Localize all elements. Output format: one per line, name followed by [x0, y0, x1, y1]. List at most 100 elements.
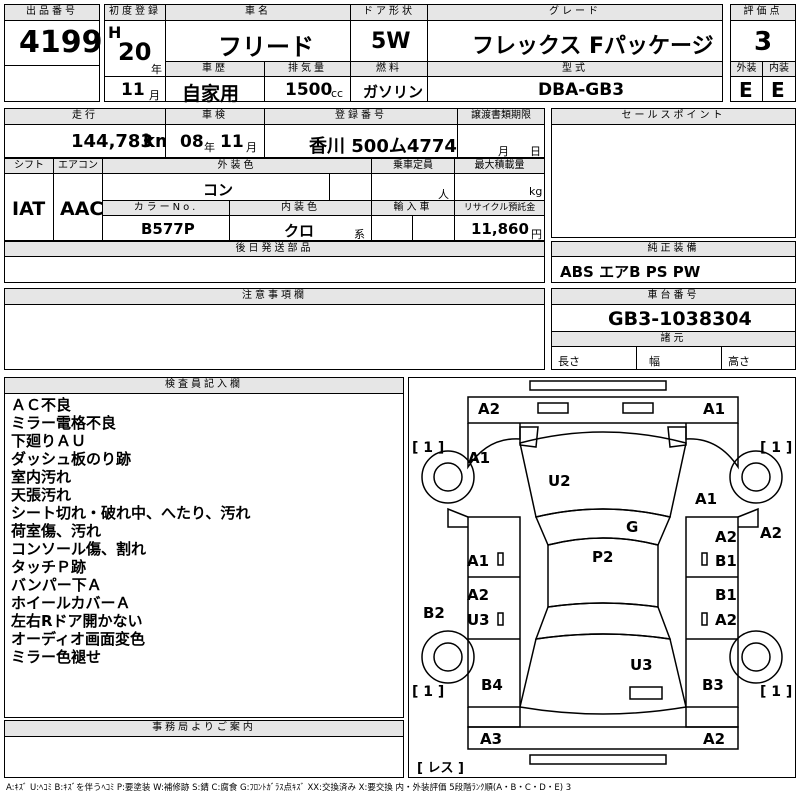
damage-label: A2 [478, 400, 501, 418]
wheel-rear-right [729, 630, 783, 684]
damage-label: U3 [630, 656, 653, 674]
mirror-right [737, 507, 759, 528]
inspection-month-unit: 月 [246, 141, 257, 154]
wheel-rear-left-hub [433, 642, 463, 672]
sales-points-label: セールスポイント [551, 108, 796, 125]
grade-label: グレード [427, 4, 723, 21]
damage-label: A2 [715, 611, 738, 629]
left-front-handle [497, 552, 504, 566]
wheel-tag: [ 1 ] [760, 684, 793, 700]
shift-cell: IAT [4, 173, 54, 241]
transfer-day: 日 [530, 145, 541, 158]
score: 3 [754, 27, 773, 57]
damage-label: B2 [423, 604, 445, 622]
wheel-tag: [ 1 ] [760, 440, 793, 456]
damage-label: B1 [715, 552, 737, 570]
transfer-label: 譲渡書類期限 [457, 108, 545, 125]
fuel: ガソリン [363, 83, 424, 101]
exterior-label: 外装 [730, 61, 763, 77]
capacity-unit: 人 [438, 188, 449, 201]
interior-cell: E [762, 76, 796, 102]
headlight-left [519, 426, 539, 448]
first-reg-month: 11 [121, 80, 145, 100]
recycle-fee: 11,860 [471, 220, 529, 238]
headlight-right [667, 426, 687, 448]
int-color: クロ [284, 222, 315, 240]
hood-shape [519, 431, 687, 518]
ext-color-label: 外装色 [102, 158, 372, 174]
front-bumper-top [529, 380, 667, 391]
aircon-label: エアコン [53, 158, 103, 174]
shift: IAT [12, 198, 46, 220]
damage-label: G [626, 518, 639, 536]
lot-number-cell: 4199 [4, 20, 103, 66]
mileage-cell: 144,783 km [4, 124, 174, 158]
note-line: 天張汚れ [11, 486, 72, 504]
transfer-cell: 月 日 [457, 124, 545, 158]
later-parts-area [4, 256, 545, 283]
import-cell-b [412, 215, 455, 241]
grade: フレックス Fパッケージ [472, 34, 714, 59]
height-label: 高さ [728, 355, 750, 368]
displacement-cell: 1500 cc [264, 76, 351, 102]
inspection-year-unit: 年 [204, 141, 215, 154]
first-reg-year: 20 [118, 38, 152, 66]
mileage-label: 走行 [4, 108, 166, 125]
rear-quarter-left [467, 707, 521, 728]
max-load-label: 最大積載量 [454, 158, 545, 174]
color-no-cell: B577P [102, 215, 230, 241]
right-front-handle [701, 552, 708, 566]
inspection-label: 車検 [165, 108, 265, 125]
transfer-month: 月 [498, 145, 509, 158]
door-type: 5W [371, 29, 411, 54]
wheel-tag: [ 1 ] [412, 684, 445, 700]
import-cell-a [371, 215, 413, 241]
fuel-cell: ガソリン [350, 76, 428, 102]
displacement-label: 排気量 [264, 61, 351, 77]
rear-plate [629, 686, 663, 700]
note-line: 荷室傷、汚れ [11, 522, 102, 540]
displacement-unit: cc [331, 87, 344, 100]
year-unit: 年 [151, 63, 162, 76]
lot-label: 出品番号 [4, 4, 100, 21]
spare-tire-tag: [ レス ] [417, 761, 464, 776]
int-color-label: 内装色 [229, 200, 372, 216]
ext-color-blank [329, 173, 372, 201]
damage-label: A2 [760, 524, 783, 542]
exterior-cell: E [730, 76, 763, 102]
note-line: シート切れ・破れ中、へたり、汚れ [11, 504, 251, 522]
damage-label: A2 [467, 586, 490, 604]
specs-label: 諸元 [551, 331, 796, 347]
note-line: ホイールカバーＡ [11, 594, 131, 612]
chassis-label: 車台番号 [551, 288, 796, 305]
damage-label: A2 [703, 730, 726, 748]
max-load-cell: kg [454, 173, 545, 201]
note-line: ミラー色褪せ [11, 648, 102, 666]
recycle-label: リサイクル預託金 [454, 200, 545, 216]
inspector-notes-area: ＡＣ不良 ミラー電格不良 下廻りＡＵ ダッシュ板のり跡 室内汚れ 天張汚れ シー… [4, 393, 404, 718]
front-grille-right [622, 402, 654, 414]
history-label: 車歴 [165, 61, 265, 77]
equipment-cell: ABS エアB PS PW [551, 256, 796, 283]
wheel-front-right [729, 450, 783, 504]
history: 自家用 [182, 83, 240, 105]
equipment: ABS エアB PS PW [560, 263, 701, 281]
model-code: DBA-GB3 [538, 80, 625, 100]
capacity-cell: 人 [371, 173, 455, 201]
ext-color: コン [203, 181, 234, 199]
sales-points-area [551, 124, 796, 238]
max-load-unit: kg [529, 185, 543, 198]
damage-label: U2 [548, 472, 571, 490]
fender-front-right-shape [685, 423, 739, 470]
left-rear-handle [497, 612, 504, 626]
wheel-rear-left [421, 630, 475, 684]
note-line: ＡＣ不良 [11, 396, 72, 414]
history-cell: 自家用 [165, 76, 265, 105]
damage-label: A3 [480, 730, 503, 748]
damage-label: P2 [592, 548, 614, 566]
note-line: 左右Rドア開かない [11, 612, 143, 630]
door-label: ドア形状 [350, 4, 428, 21]
shift-label: シフト [4, 158, 54, 174]
lot-number: 4199 [19, 25, 103, 60]
length-cell: 長さ [551, 346, 637, 370]
